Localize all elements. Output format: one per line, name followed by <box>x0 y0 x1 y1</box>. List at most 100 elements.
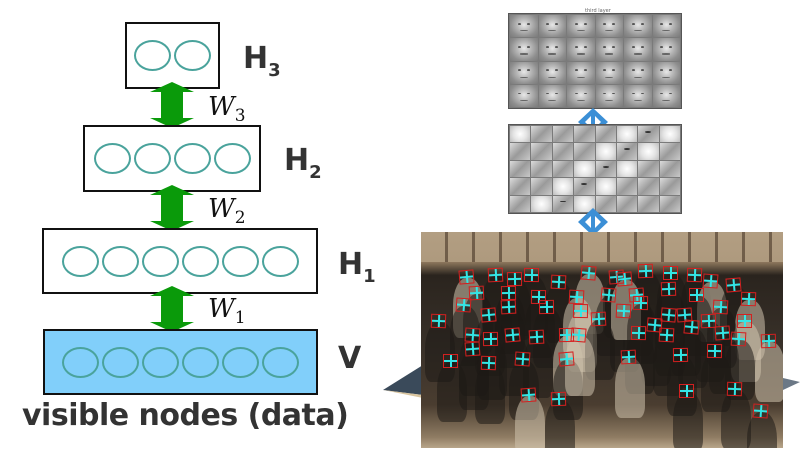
weight-w1-label: W1 <box>208 296 246 327</box>
layer-h3-box <box>125 22 220 89</box>
layer-h1-node <box>221 245 259 277</box>
face-detection-box <box>637 263 654 279</box>
face-filter-cell <box>595 38 623 61</box>
part-filter-cell <box>574 126 595 143</box>
face-detection-box <box>615 303 632 319</box>
layer-h2-label-sub: 2 <box>309 162 322 183</box>
layer-h2-node <box>133 143 171 174</box>
face-filter-cell <box>510 61 538 84</box>
part-filter-cell <box>510 195 531 212</box>
face-detection-box <box>455 297 472 313</box>
face-detection-box <box>726 381 743 397</box>
face-detection-box <box>550 274 567 290</box>
face-detection-box <box>663 266 678 280</box>
face-filter-cell <box>538 15 566 38</box>
face-filter-cell <box>652 15 680 38</box>
photo-wall <box>421 232 783 262</box>
face-filter-cell <box>652 61 680 84</box>
part-filter-cell <box>531 160 552 178</box>
face-filter-cell <box>624 61 652 84</box>
layer-h3-node <box>134 40 171 71</box>
layer-h1-node <box>61 245 99 277</box>
layer-h1-node <box>101 245 139 277</box>
face-filter-cell <box>538 84 566 107</box>
layer-v-node <box>262 346 299 378</box>
layer-h2-node <box>173 143 211 174</box>
face-detection-box <box>658 327 675 343</box>
face-detection-box <box>528 329 545 345</box>
middle-filter-grid <box>508 124 682 214</box>
layer-h1-node <box>181 245 219 277</box>
face-filter-cell <box>652 84 680 107</box>
face-detection-box <box>520 387 537 403</box>
face-detection-box <box>580 265 597 281</box>
part-filter-cell <box>616 143 638 160</box>
face-detection-box <box>568 289 585 305</box>
part-filter-cell <box>659 143 680 160</box>
face-detection-box <box>620 349 637 365</box>
face-detection-box <box>572 303 589 319</box>
face-filter-cell <box>567 84 595 107</box>
part-filter-cell <box>574 195 595 212</box>
visible-nodes-caption: visible nodes (data) <box>22 398 349 433</box>
face-detection-box <box>725 277 742 293</box>
part-filter-cell <box>510 126 531 143</box>
layer-v-node <box>62 346 99 378</box>
face-detection-box <box>683 319 700 335</box>
face-detection-box <box>480 307 497 323</box>
group-photo <box>421 232 783 448</box>
face-detection-box <box>600 287 617 303</box>
weight-w2-label-main: W <box>208 194 235 224</box>
layer-v-node <box>182 346 219 378</box>
part-filter-cell <box>638 160 659 178</box>
face-detection-box <box>702 273 719 289</box>
part-filter-cell <box>659 195 680 212</box>
part-filter-cell <box>616 178 638 195</box>
layer-v-node <box>142 346 179 378</box>
top-grid-title: third layer <box>585 8 611 14</box>
weight-w3-label: W3 <box>208 94 246 125</box>
layer-h2-label: H2 <box>284 146 322 182</box>
face-detection-box <box>672 347 689 363</box>
weight-w1-arrow-icon <box>150 286 194 332</box>
layer-h1-node <box>261 245 299 277</box>
part-filter-cell <box>638 143 659 160</box>
layer-v-node <box>222 346 259 378</box>
part-filter-cell <box>638 126 659 143</box>
photo-person <box>565 336 595 396</box>
layer-h2-box <box>83 125 261 192</box>
photo-person <box>673 392 703 448</box>
part-filter-cell <box>531 195 552 212</box>
face-filter-cell <box>652 38 680 61</box>
face-detection-box <box>689 288 704 302</box>
photo-person <box>515 396 545 448</box>
face-detection-box <box>500 299 517 315</box>
face-detection-box <box>740 291 757 307</box>
face-detection-box <box>538 299 555 315</box>
face-detection-box <box>506 271 523 287</box>
photo-person <box>721 390 751 448</box>
layer-v-box <box>43 329 318 395</box>
face-detection-box <box>752 403 769 419</box>
face-filter-cell <box>624 84 652 107</box>
photo-person <box>755 342 783 402</box>
part-filter-cell <box>531 126 552 143</box>
face-filter-cell <box>567 38 595 61</box>
face-detection-box <box>616 271 633 287</box>
weight-w2-label: W2 <box>208 196 246 227</box>
perspective-plane <box>383 365 800 398</box>
layer-h3-label-main: H <box>243 41 269 76</box>
weight-w3-label-sub: 3 <box>234 106 246 126</box>
face-detection-box <box>523 267 540 283</box>
weight-w1-label-main: W <box>208 294 235 324</box>
part-filter-cell <box>595 143 616 160</box>
photo-person <box>615 358 645 418</box>
part-filter-cell <box>595 126 616 143</box>
face-filter-cell <box>567 61 595 84</box>
part-filter-cell <box>595 195 616 212</box>
face-filter-cell <box>538 38 566 61</box>
part-filter-cell <box>552 195 574 212</box>
part-filter-cell <box>531 143 552 160</box>
part-filter-cell <box>659 178 680 195</box>
part-filter-cell <box>659 160 680 178</box>
